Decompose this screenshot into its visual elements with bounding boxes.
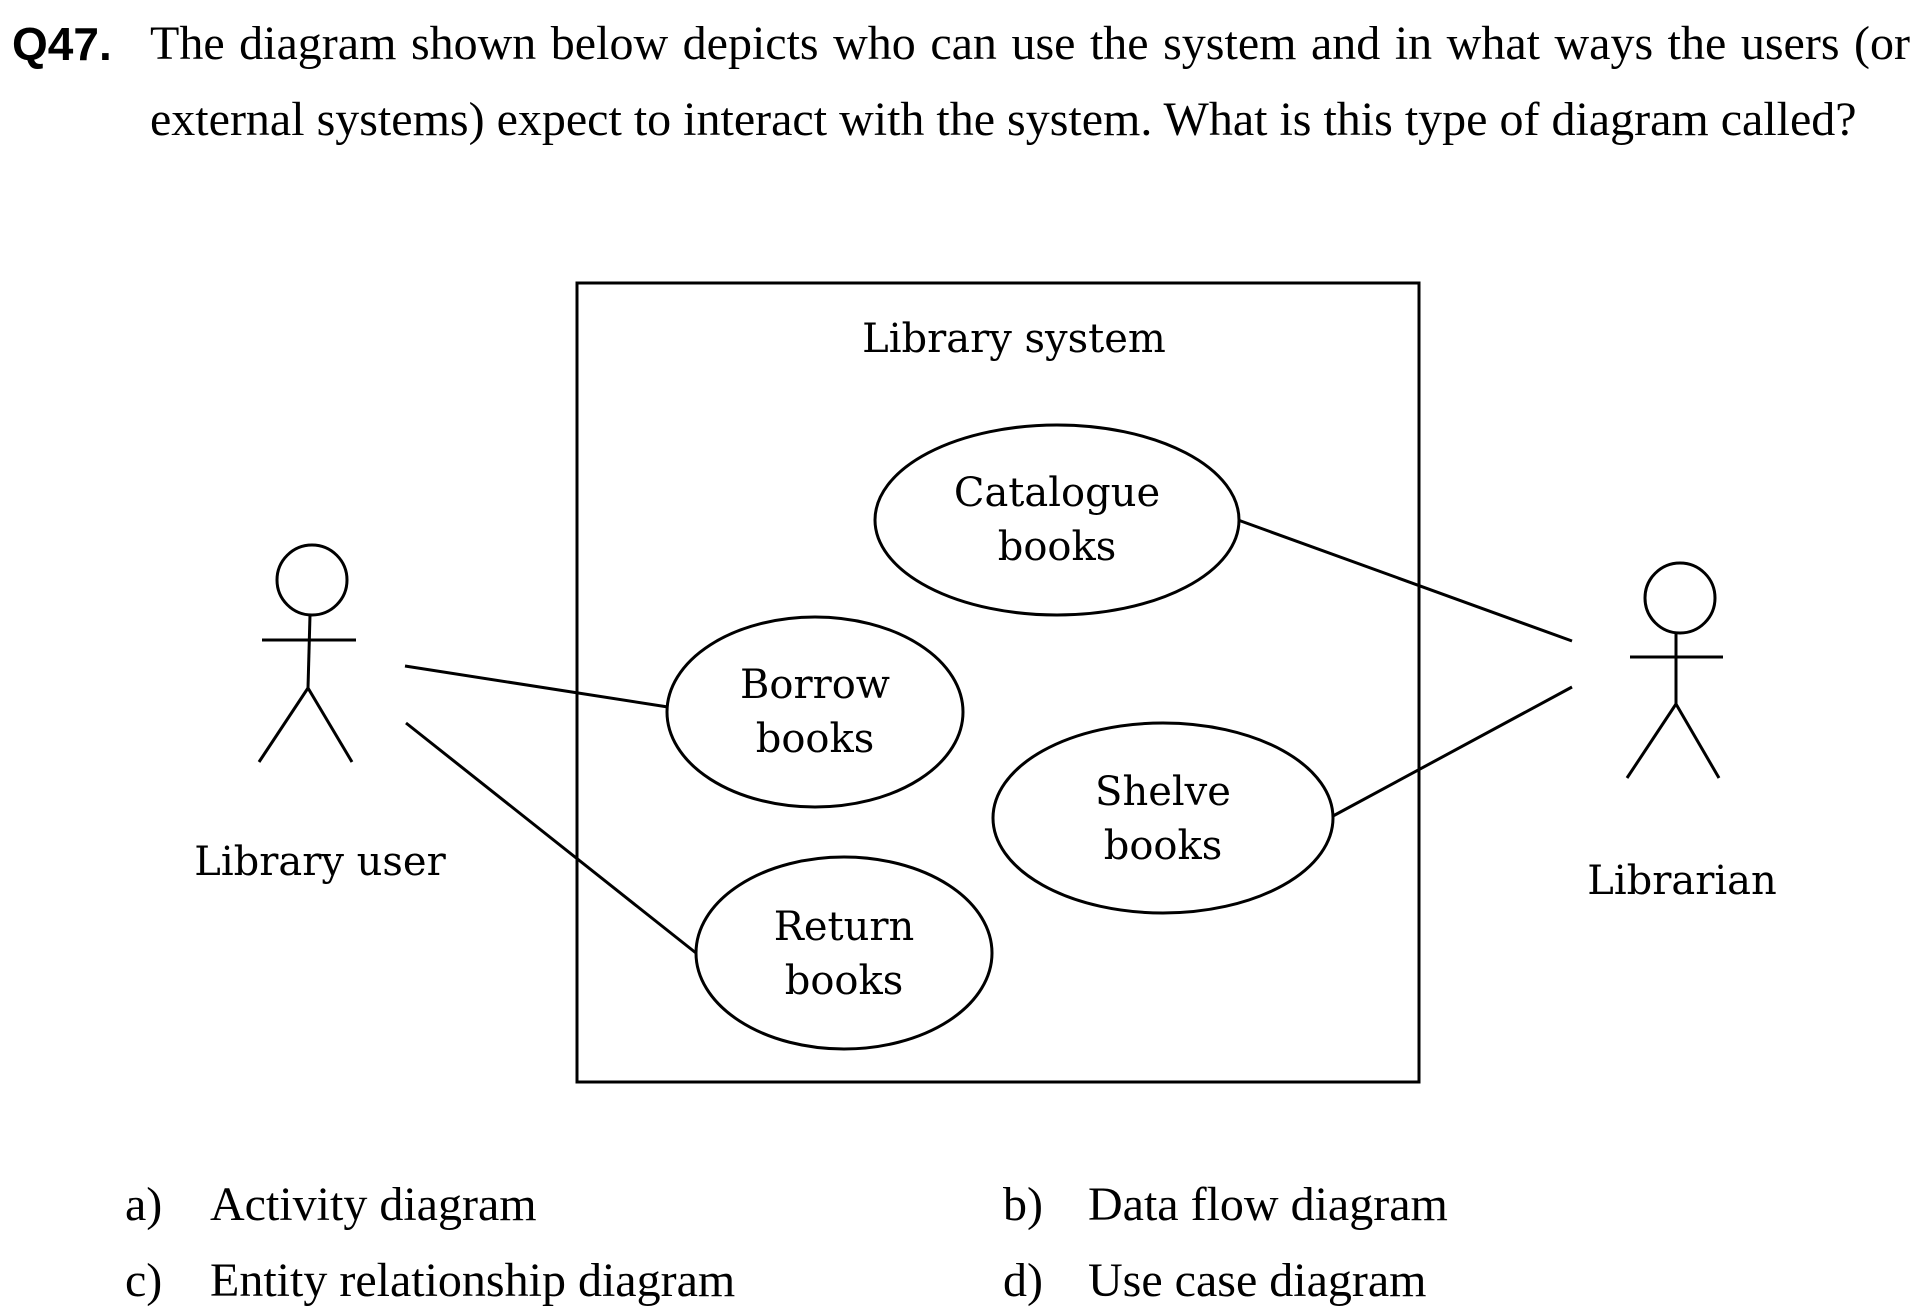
- association-shelve-librarian: [1332, 685, 1573, 818]
- association-catalogue-librarian: [1237, 518, 1573, 643]
- use-case-return-books: [694, 855, 994, 1051]
- librarian-actor-icon: [1625, 561, 1723, 779]
- library-user-actor-icon: [257, 543, 356, 763]
- use-case-return-label-line1: Return: [774, 904, 915, 950]
- use-case-shelve-label-line2: books: [1104, 823, 1223, 869]
- use-case-borrow-label-line2: books: [756, 716, 875, 762]
- use-case-shelve-books: [991, 721, 1335, 915]
- use-case-borrow-books: [665, 615, 965, 809]
- question-text: The diagram shown below depicts who can …: [150, 17, 1910, 146]
- library-user-label: Library user: [194, 839, 446, 885]
- use-case-shelve-label-line1: Shelve: [1095, 769, 1231, 815]
- association-user-return: [405, 721, 697, 955]
- use-case-catalogue-books: [873, 423, 1241, 617]
- librarian-label: Librarian: [1587, 858, 1776, 904]
- question-number: Q47.: [12, 18, 112, 70]
- system-label: Library system: [862, 316, 1166, 362]
- use-case-borrow-label-line1: Borrow: [740, 662, 890, 708]
- use-case-catalogue-label-line2: books: [998, 524, 1117, 570]
- association-user-borrow: [404, 664, 669, 709]
- system-boundary: [575, 281, 1421, 1084]
- use-case-return-label-line2: books: [785, 958, 904, 1004]
- use-case-catalogue-label-line1: Catalogue: [954, 470, 1160, 516]
